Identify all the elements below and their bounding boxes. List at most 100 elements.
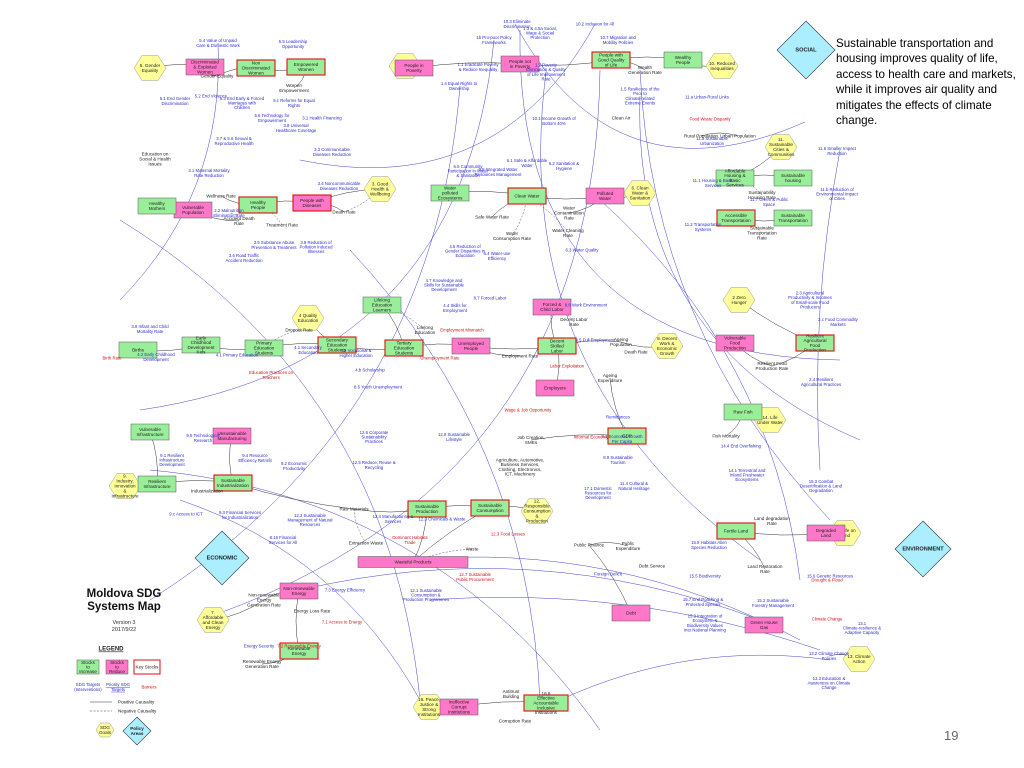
legend-barriers-label: Barriers — [141, 685, 156, 690]
sdg-target-label: Wage & Job Opportunity — [505, 408, 553, 413]
sdg-goal — [291, 305, 325, 331]
stock-box — [137, 475, 177, 493]
map-version-number: Version 3 — [112, 620, 136, 626]
legend-key-stocks-label: Key Stocks — [136, 665, 160, 670]
sdg-target-label: 11.4 Cultural &Natural Heritage — [618, 481, 650, 491]
sdg-goal — [705, 53, 739, 79]
stock-box — [532, 298, 572, 316]
sdg-goal — [722, 287, 756, 313]
sdg-target-label: Employment Mismatch — [440, 328, 484, 333]
sdg-goal — [764, 134, 798, 160]
causal-link — [639, 69, 831, 521]
variable-label: Treatment Rate — [266, 223, 298, 228]
sdg-target-label: 7.1 Access to Energy — [322, 620, 363, 625]
stock-box — [585, 187, 625, 205]
sdg-target-label: 12.5 Reduce, Reuse &Recycling — [352, 460, 395, 470]
map-version: Version 3 2017/9/22 — [78, 620, 170, 634]
variable-label: Death Rate — [332, 210, 356, 215]
stock-box — [236, 59, 276, 77]
stock-label: GDP — [622, 434, 632, 439]
sdg-goal — [95, 722, 115, 738]
stock-label: Clean Water — [514, 194, 540, 199]
stock-box — [470, 499, 510, 517]
variable-label: Wellness Rate — [206, 194, 236, 199]
variable-label: Raw Materials — [339, 507, 369, 512]
stock-box — [279, 582, 319, 600]
sdg-target-label: Birth Rate — [102, 356, 122, 361]
legend-negative-label: Negative Causality — [118, 709, 157, 714]
stock-box — [795, 334, 835, 352]
legend-title: LEGEND — [98, 647, 124, 653]
domain-social — [776, 20, 836, 80]
page-number: 19 — [944, 728, 959, 743]
sdg-target-label: Foreign Deficit — [594, 572, 623, 577]
stock-label: Raw Fish — [733, 410, 753, 415]
sdg-goal — [133, 55, 167, 81]
variable-label: Rural Population — [684, 134, 718, 139]
stock-box — [715, 334, 755, 352]
stock-box — [663, 51, 703, 69]
sdg-target-label: 11.a Urban-Rural Links — [685, 95, 729, 100]
stock-box — [500, 55, 540, 73]
stock-box — [607, 427, 647, 445]
stock-box — [317, 336, 357, 354]
sdg-target-label: 5.2 End Violence — [195, 94, 228, 99]
variable-label: Dropout Rate — [285, 328, 313, 333]
sdg-target-label: 15.6 Genetic Resources — [807, 574, 853, 579]
causal-link — [299, 23, 596, 168]
legend-stock-reduce — [105, 659, 129, 675]
stock-box — [118, 341, 158, 359]
domain-policy — [122, 716, 152, 746]
stock-label: Debt — [626, 611, 636, 616]
legend-positive-label: Positive Causality — [118, 700, 155, 705]
sdg-target-label: Informal Economy — [574, 435, 609, 440]
